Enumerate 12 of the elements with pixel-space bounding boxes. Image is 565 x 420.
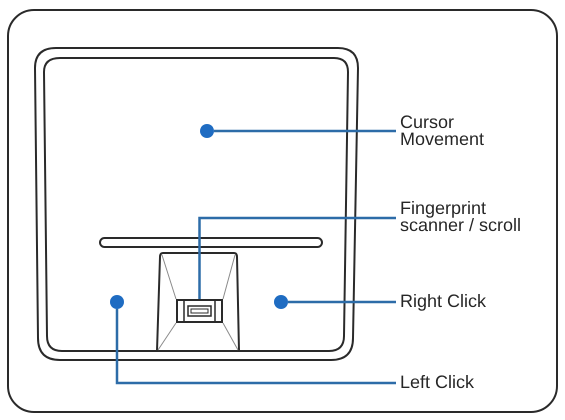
- marker-dot-icon: [110, 295, 124, 309]
- callout-label: Right Click: [400, 293, 486, 310]
- marker-dot-icon: [274, 295, 288, 309]
- leader-line: [198, 216, 396, 299]
- callout-label: Fingerprint scanner / scroll: [400, 200, 540, 234]
- leader-line: [288, 300, 396, 304]
- leader-line: [116, 309, 396, 384]
- marker-dot-icon: [200, 124, 214, 138]
- leader-line: [214, 130, 396, 132]
- fingerprint-sensor: [176, 299, 223, 323]
- callout-label: Cursor Movement: [400, 114, 510, 148]
- callout-label: Left Click: [400, 374, 474, 391]
